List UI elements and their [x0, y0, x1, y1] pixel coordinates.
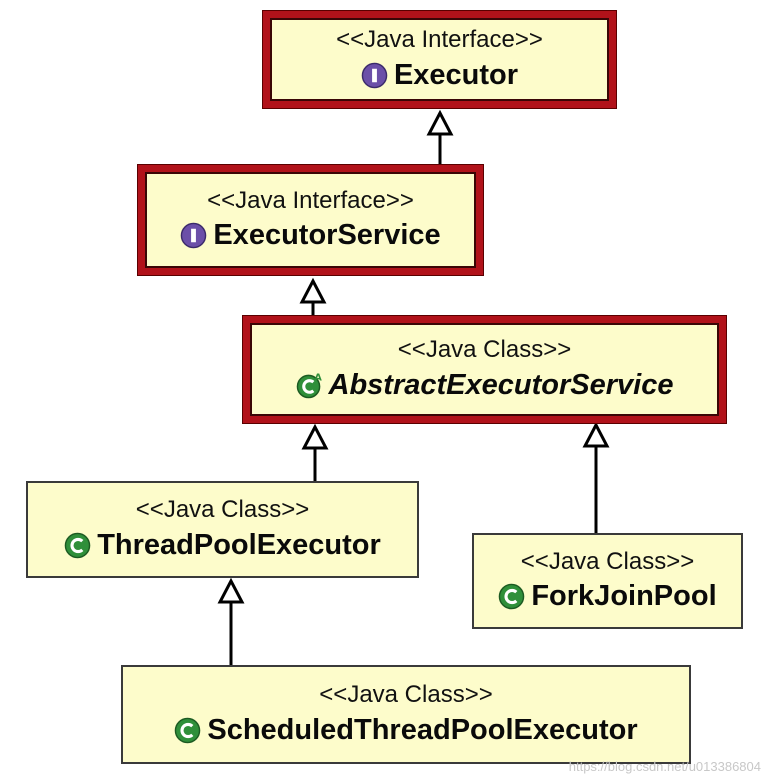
class-name: ForkJoinPool [498, 580, 717, 613]
class-name: ExecutorService [180, 219, 441, 252]
class-name: ThreadPoolExecutor [64, 529, 381, 562]
inheritance-arrowhead [217, 577, 245, 604]
stereotype-label: <<Java Interface>> [336, 26, 543, 54]
stereotype-label: <<Java Class>> [397, 336, 572, 364]
inheritance-arrowhead [299, 277, 327, 304]
interface-icon [361, 62, 388, 88]
stereotype-label: <<Java Class>> [135, 496, 310, 524]
node-executor[interactable]: <<Java Interface>> Executor [262, 10, 617, 109]
class-name: Executor [361, 59, 518, 92]
class-name: ScheduledThreadPoolExecutor [174, 714, 638, 747]
node-scheduled-thread-pool-executor[interactable]: <<Java Class>> ScheduledThreadPoolExecut… [121, 665, 691, 764]
class-icon [64, 532, 91, 558]
node-thread-pool-executor[interactable]: <<Java Class>> ThreadPoolExecutor [26, 481, 419, 578]
inheritance-arrowhead [582, 421, 610, 448]
stereotype-label: <<Java Interface>> [207, 186, 414, 214]
inheritance-arrowhead [426, 109, 454, 136]
abstract-class-icon: A [296, 372, 322, 398]
watermark: https://blog.csdn.net/u013386804 [568, 759, 761, 774]
inheritance-arrowhead [301, 423, 329, 450]
stereotype-label: <<Java Class>> [520, 547, 695, 575]
node-executor-service[interactable]: <<Java Interface>> ExecutorService [137, 164, 484, 276]
interface-icon [181, 222, 207, 249]
stereotype-label: <<Java Class>> [319, 681, 493, 709]
node-fork-join-pool[interactable]: <<Java Class>> ForkJoinPool [472, 533, 743, 629]
class-icon [499, 583, 525, 610]
node-abstract-executor-service[interactable]: <<Java Class>> A AbstractExecutorService [242, 315, 727, 424]
svg-text:A: A [314, 372, 322, 383]
class-icon [175, 717, 201, 743]
class-name: A AbstractExecutorService [296, 369, 673, 402]
